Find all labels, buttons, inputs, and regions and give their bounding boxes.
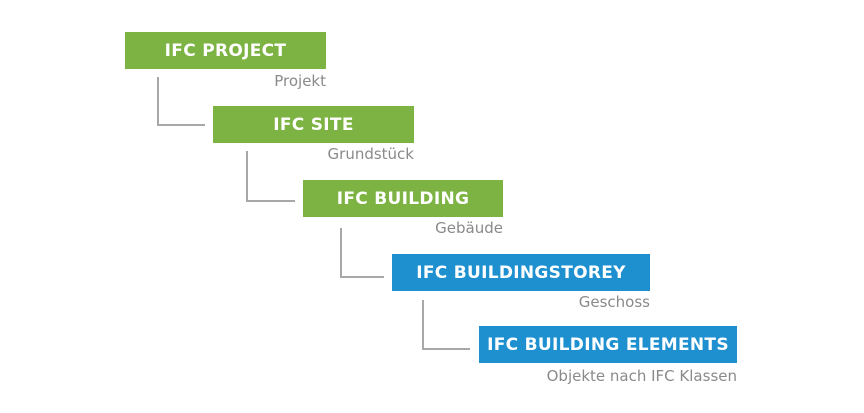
node-title: IFC SITE bbox=[273, 114, 354, 135]
node-subtitle-gebaeude: Gebäude bbox=[435, 219, 503, 237]
node-ifc-buildingstorey: IFC BUILDINGSTOREY bbox=[392, 254, 650, 291]
node-title: IFC PROJECT bbox=[164, 40, 287, 61]
node-ifc-site: IFC SITE bbox=[213, 106, 414, 143]
connector-horizontal bbox=[246, 200, 295, 202]
node-title: IFC BUILDING ELEMENTS bbox=[487, 334, 729, 355]
node-title: IFC BUILDINGSTOREY bbox=[416, 262, 626, 283]
node-subtitle-objekte: Objekte nach IFC Klassen bbox=[546, 367, 737, 385]
connector-vertical bbox=[422, 300, 424, 349]
node-ifc-project: IFC PROJECT bbox=[125, 32, 326, 69]
node-subtitle-geschoss: Geschoss bbox=[578, 293, 650, 311]
connector-vertical bbox=[157, 77, 159, 125]
connector-horizontal bbox=[157, 124, 205, 126]
node-ifc-building: IFC BUILDING bbox=[303, 180, 503, 217]
connector-horizontal bbox=[422, 348, 470, 350]
connector-vertical bbox=[246, 151, 248, 201]
connector-horizontal bbox=[340, 276, 384, 278]
node-subtitle-grundstueck: Grundstück bbox=[327, 145, 414, 163]
node-title: IFC BUILDING bbox=[336, 188, 470, 209]
node-subtitle-projekt: Projekt bbox=[274, 72, 326, 90]
node-ifc-building-elements: IFC BUILDING ELEMENTS bbox=[479, 326, 737, 363]
connector-vertical bbox=[340, 228, 342, 277]
